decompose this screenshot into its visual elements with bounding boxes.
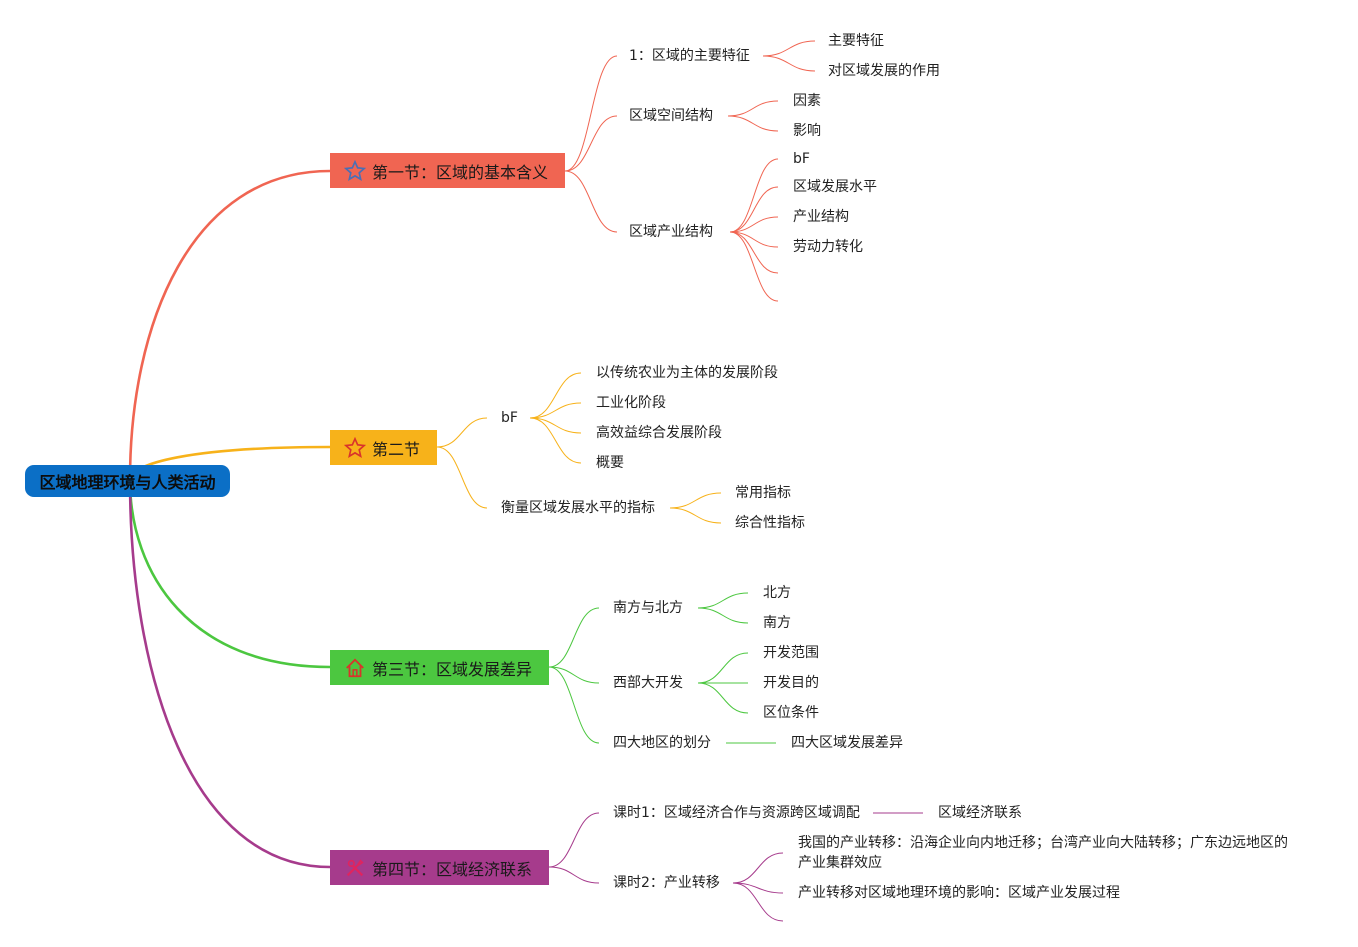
root-branch-line bbox=[128, 169, 331, 481]
connector-line bbox=[727, 100, 779, 117]
branch-label: 第三节：区域发展差异 bbox=[372, 659, 533, 679]
root-topic[interactable]: 区域地理环境与人类活动 bbox=[25, 465, 230, 497]
leaf-item[interactable]: 对区域发展的作用 bbox=[828, 63, 940, 79]
leaf-item[interactable]: 区位条件 bbox=[763, 705, 819, 721]
subtopic-western-development[interactable]: 西部大开发 bbox=[613, 675, 683, 691]
connector-line bbox=[529, 417, 582, 464]
leaf-item[interactable]: 开发范围 bbox=[763, 645, 819, 661]
leaf-item[interactable]: 综合性指标 bbox=[735, 515, 805, 531]
leaf-item[interactable]: 北方 bbox=[763, 585, 791, 601]
connector-line bbox=[727, 115, 779, 132]
connector-line bbox=[732, 882, 784, 922]
connector-line bbox=[729, 231, 779, 302]
branch-label: 第一节：区域的基本含义 bbox=[372, 162, 549, 182]
branch-section-2[interactable]: 第二节 bbox=[330, 430, 437, 465]
connector-line bbox=[697, 682, 749, 714]
leaf-item[interactable]: 以传统农业为主体的发展阶段 bbox=[596, 365, 778, 381]
connector-line bbox=[697, 607, 749, 624]
connector-line bbox=[436, 446, 488, 509]
connector-line bbox=[729, 158, 779, 233]
connector-line bbox=[669, 492, 722, 509]
branch-label: 第二节 bbox=[372, 439, 421, 459]
connector-line bbox=[669, 507, 722, 524]
leaf-item[interactable]: 区域经济联系 bbox=[938, 805, 1022, 821]
connector-line bbox=[697, 592, 749, 609]
subtopic-main-features[interactable]: 1：区域的主要特征 bbox=[629, 48, 750, 64]
subtopic-south-north[interactable]: 南方与北方 bbox=[613, 600, 683, 616]
subtopic-four-regions[interactable]: 四大地区的划分 bbox=[613, 735, 711, 751]
root-branch-line bbox=[128, 479, 331, 669]
tools-icon bbox=[344, 857, 366, 879]
connector-line bbox=[697, 652, 749, 684]
connector-line bbox=[548, 666, 600, 744]
star-filled-icon bbox=[344, 436, 366, 459]
connector-line bbox=[762, 55, 816, 72]
branch-section-4[interactable]: 第四节：区域经济联系 bbox=[330, 850, 549, 885]
connector-line bbox=[529, 372, 582, 419]
connector-line bbox=[564, 55, 618, 172]
home-icon bbox=[344, 657, 366, 679]
star-outline-icon bbox=[344, 159, 366, 182]
connector-line bbox=[564, 170, 618, 233]
branch-section-1[interactable]: 第一节：区域的基本含义 bbox=[330, 153, 565, 188]
leaf-item[interactable]: 我国的产业转移：沿海企业向内地迁移；台湾产业向大陆转移；广东边远地区的产业集群效… bbox=[798, 835, 1288, 871]
root-branch-line bbox=[128, 479, 331, 869]
subtopic-lesson-2[interactable]: 课时2：产业转移 bbox=[613, 875, 720, 891]
leaf-item[interactable]: 区域发展水平 bbox=[793, 179, 877, 195]
leaf-item[interactable]: 劳动力转化 bbox=[793, 239, 863, 255]
branch-label: 第四节：区域经济联系 bbox=[372, 859, 533, 879]
leaf-item[interactable]: 四大区域发展差异 bbox=[791, 735, 903, 751]
connector-line bbox=[732, 852, 784, 884]
leaf-item[interactable]: 影响 bbox=[793, 123, 821, 139]
leaf-item[interactable]: 产业结构 bbox=[793, 209, 849, 225]
leaf-item[interactable]: 概要 bbox=[596, 455, 624, 471]
connector-line bbox=[529, 417, 582, 434]
connector-line bbox=[729, 231, 779, 274]
leaf-item[interactable]: bF bbox=[793, 151, 810, 167]
leaf-item[interactable]: 常用指标 bbox=[735, 485, 791, 501]
leaf-item[interactable]: 南方 bbox=[763, 615, 791, 631]
connector-line bbox=[729, 186, 779, 233]
subtopic-industrial-structure[interactable]: 区域产业结构 bbox=[629, 224, 713, 240]
subtopic-lesson-1[interactable]: 课时1：区域经济合作与资源跨区域调配 bbox=[613, 805, 860, 821]
subtopic-spatial-structure[interactable]: 区域空间结构 bbox=[629, 108, 713, 124]
connector-line bbox=[436, 417, 488, 448]
connector-line bbox=[762, 40, 816, 57]
leaf-item[interactable]: 高效益综合发展阶段 bbox=[596, 425, 722, 441]
leaf-item[interactable]: 开发目的 bbox=[763, 675, 819, 691]
subtopic-development-indicators[interactable]: 衡量区域发展水平的指标 bbox=[501, 500, 655, 516]
leaf-item[interactable]: 工业化阶段 bbox=[596, 395, 666, 411]
connector-line bbox=[548, 812, 600, 868]
leaf-item[interactable]: 产业转移对区域地理环境的影响：区域产业发展过程 bbox=[798, 885, 1120, 901]
connector-line bbox=[548, 607, 600, 668]
branch-section-3[interactable]: 第三节：区域发展差异 bbox=[330, 650, 549, 685]
connector-line bbox=[529, 402, 582, 419]
subtopic-bf[interactable]: bF bbox=[501, 410, 518, 426]
leaf-item[interactable]: 主要特征 bbox=[828, 33, 884, 49]
connector-line bbox=[564, 115, 618, 172]
connector-line bbox=[548, 866, 600, 884]
connector-line bbox=[548, 666, 600, 684]
root-label: 区域地理环境与人类活动 bbox=[39, 473, 216, 492]
leaf-item[interactable]: 因素 bbox=[793, 93, 821, 109]
connector-line bbox=[729, 216, 779, 233]
